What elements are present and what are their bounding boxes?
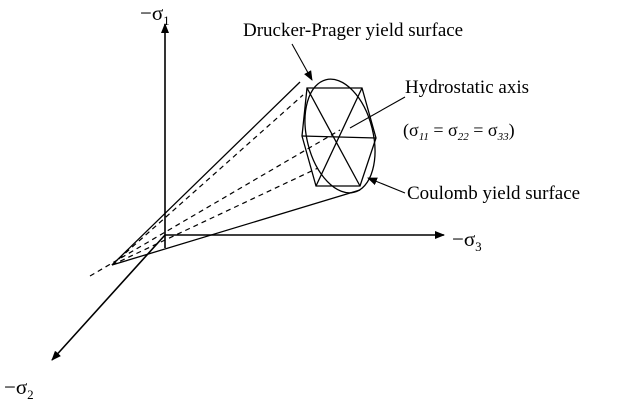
hydrostatic-axis-label: Hydrostatic axis (405, 77, 529, 98)
drucker-prager-leader (291, 43, 313, 81)
drucker-prager-label: Drucker-Prager yield surface (243, 20, 463, 41)
cone-edge-top (111, 81, 301, 266)
sigma3-axis-label: −σ3 (452, 227, 482, 254)
sigma2-axis (51, 234, 166, 361)
coulomb-leader (367, 177, 406, 194)
sigma1-axis-label: −σ1 (140, 1, 170, 28)
cone-hidden-edge-lower (111, 167, 319, 266)
hydrostatic-equation: (σ11 = σ22 = σ33) (403, 120, 515, 143)
cone-hidden-edge-upper (111, 94, 304, 266)
sigma2-axis-label: −σ2 (4, 375, 34, 402)
hydrostatic-axis-leader (349, 96, 406, 129)
coulomb-label: Coulomb yield surface (407, 183, 580, 204)
drucker-prager-ellipse (304, 78, 376, 194)
hexagon-diagonal-3 (301, 135, 377, 139)
cone-edge-bottom (111, 189, 361, 266)
hydrostatic-axis-hidden-segment (89, 129, 341, 277)
